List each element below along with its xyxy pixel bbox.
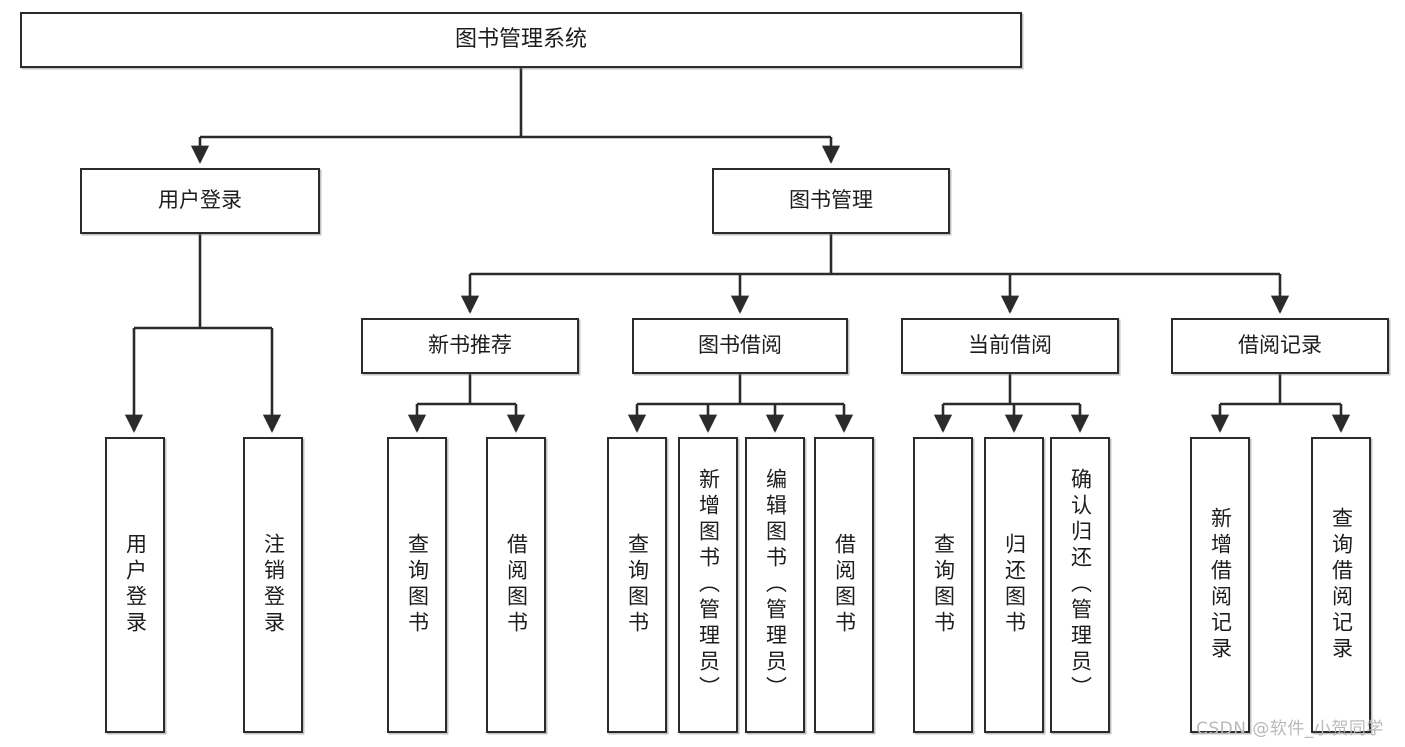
node-logout-action[interactable]: 注销登录 [243, 437, 303, 733]
node-label: 用户登录 [123, 533, 148, 637]
node-query-book-rec[interactable]: 查询图书 [387, 437, 447, 733]
node-label: 当前借阅 [968, 333, 1052, 358]
node-book-borrow[interactable]: 图书借阅 [632, 318, 848, 374]
node-label: 查询图书 [405, 533, 430, 637]
node-label: 借阅图书 [832, 533, 857, 637]
node-label: 新增图书（管理员） [696, 468, 721, 702]
node-confirm-return-admin[interactable]: 确认归还（管理员） [1050, 437, 1110, 733]
node-label: 确认归还（管理员） [1068, 468, 1093, 702]
node-label: 用户登录 [158, 188, 242, 213]
csdn-watermark: CSDN @软件_小贺同学 [1196, 719, 1384, 739]
node-label: 图书借阅 [698, 333, 782, 358]
node-label: 查询图书 [931, 533, 956, 637]
node-new-book-recommend[interactable]: 新书推荐 [361, 318, 579, 374]
node-label: 编辑图书（管理员） [763, 468, 788, 702]
node-add-book-admin[interactable]: 新增图书（管理员） [678, 437, 738, 733]
node-label: 新书推荐 [428, 333, 512, 358]
node-user-login-action[interactable]: 用户登录 [105, 437, 165, 733]
node-label: 借阅图书 [504, 533, 529, 637]
node-label: 借阅记录 [1238, 333, 1322, 358]
node-root-book-management-system[interactable]: 图书管理系统 [20, 12, 1022, 68]
node-label: 查询借阅记录 [1329, 507, 1354, 663]
node-query-borrow-record[interactable]: 查询借阅记录 [1311, 437, 1371, 733]
node-add-borrow-record[interactable]: 新增借阅记录 [1190, 437, 1250, 733]
node-borrow-book-rec[interactable]: 借阅图书 [486, 437, 546, 733]
node-return-book[interactable]: 归还图书 [984, 437, 1044, 733]
node-label: 注销登录 [261, 533, 286, 637]
node-label: 图书管理系统 [454, 26, 587, 52]
node-label: 查询图书 [625, 533, 650, 637]
node-current-borrow[interactable]: 当前借阅 [901, 318, 1119, 374]
node-borrow-record[interactable]: 借阅记录 [1171, 318, 1389, 374]
node-edit-book-admin[interactable]: 编辑图书（管理员） [745, 437, 805, 733]
node-query-book-current[interactable]: 查询图书 [913, 437, 973, 733]
node-query-book-borrow[interactable]: 查询图书 [607, 437, 667, 733]
node-user-login[interactable]: 用户登录 [80, 168, 320, 234]
node-label: 新增借阅记录 [1208, 507, 1233, 663]
node-borrow-book-action[interactable]: 借阅图书 [814, 437, 874, 733]
node-label: 图书管理 [789, 188, 873, 213]
node-label: 归还图书 [1002, 533, 1027, 637]
node-book-management[interactable]: 图书管理 [712, 168, 950, 234]
